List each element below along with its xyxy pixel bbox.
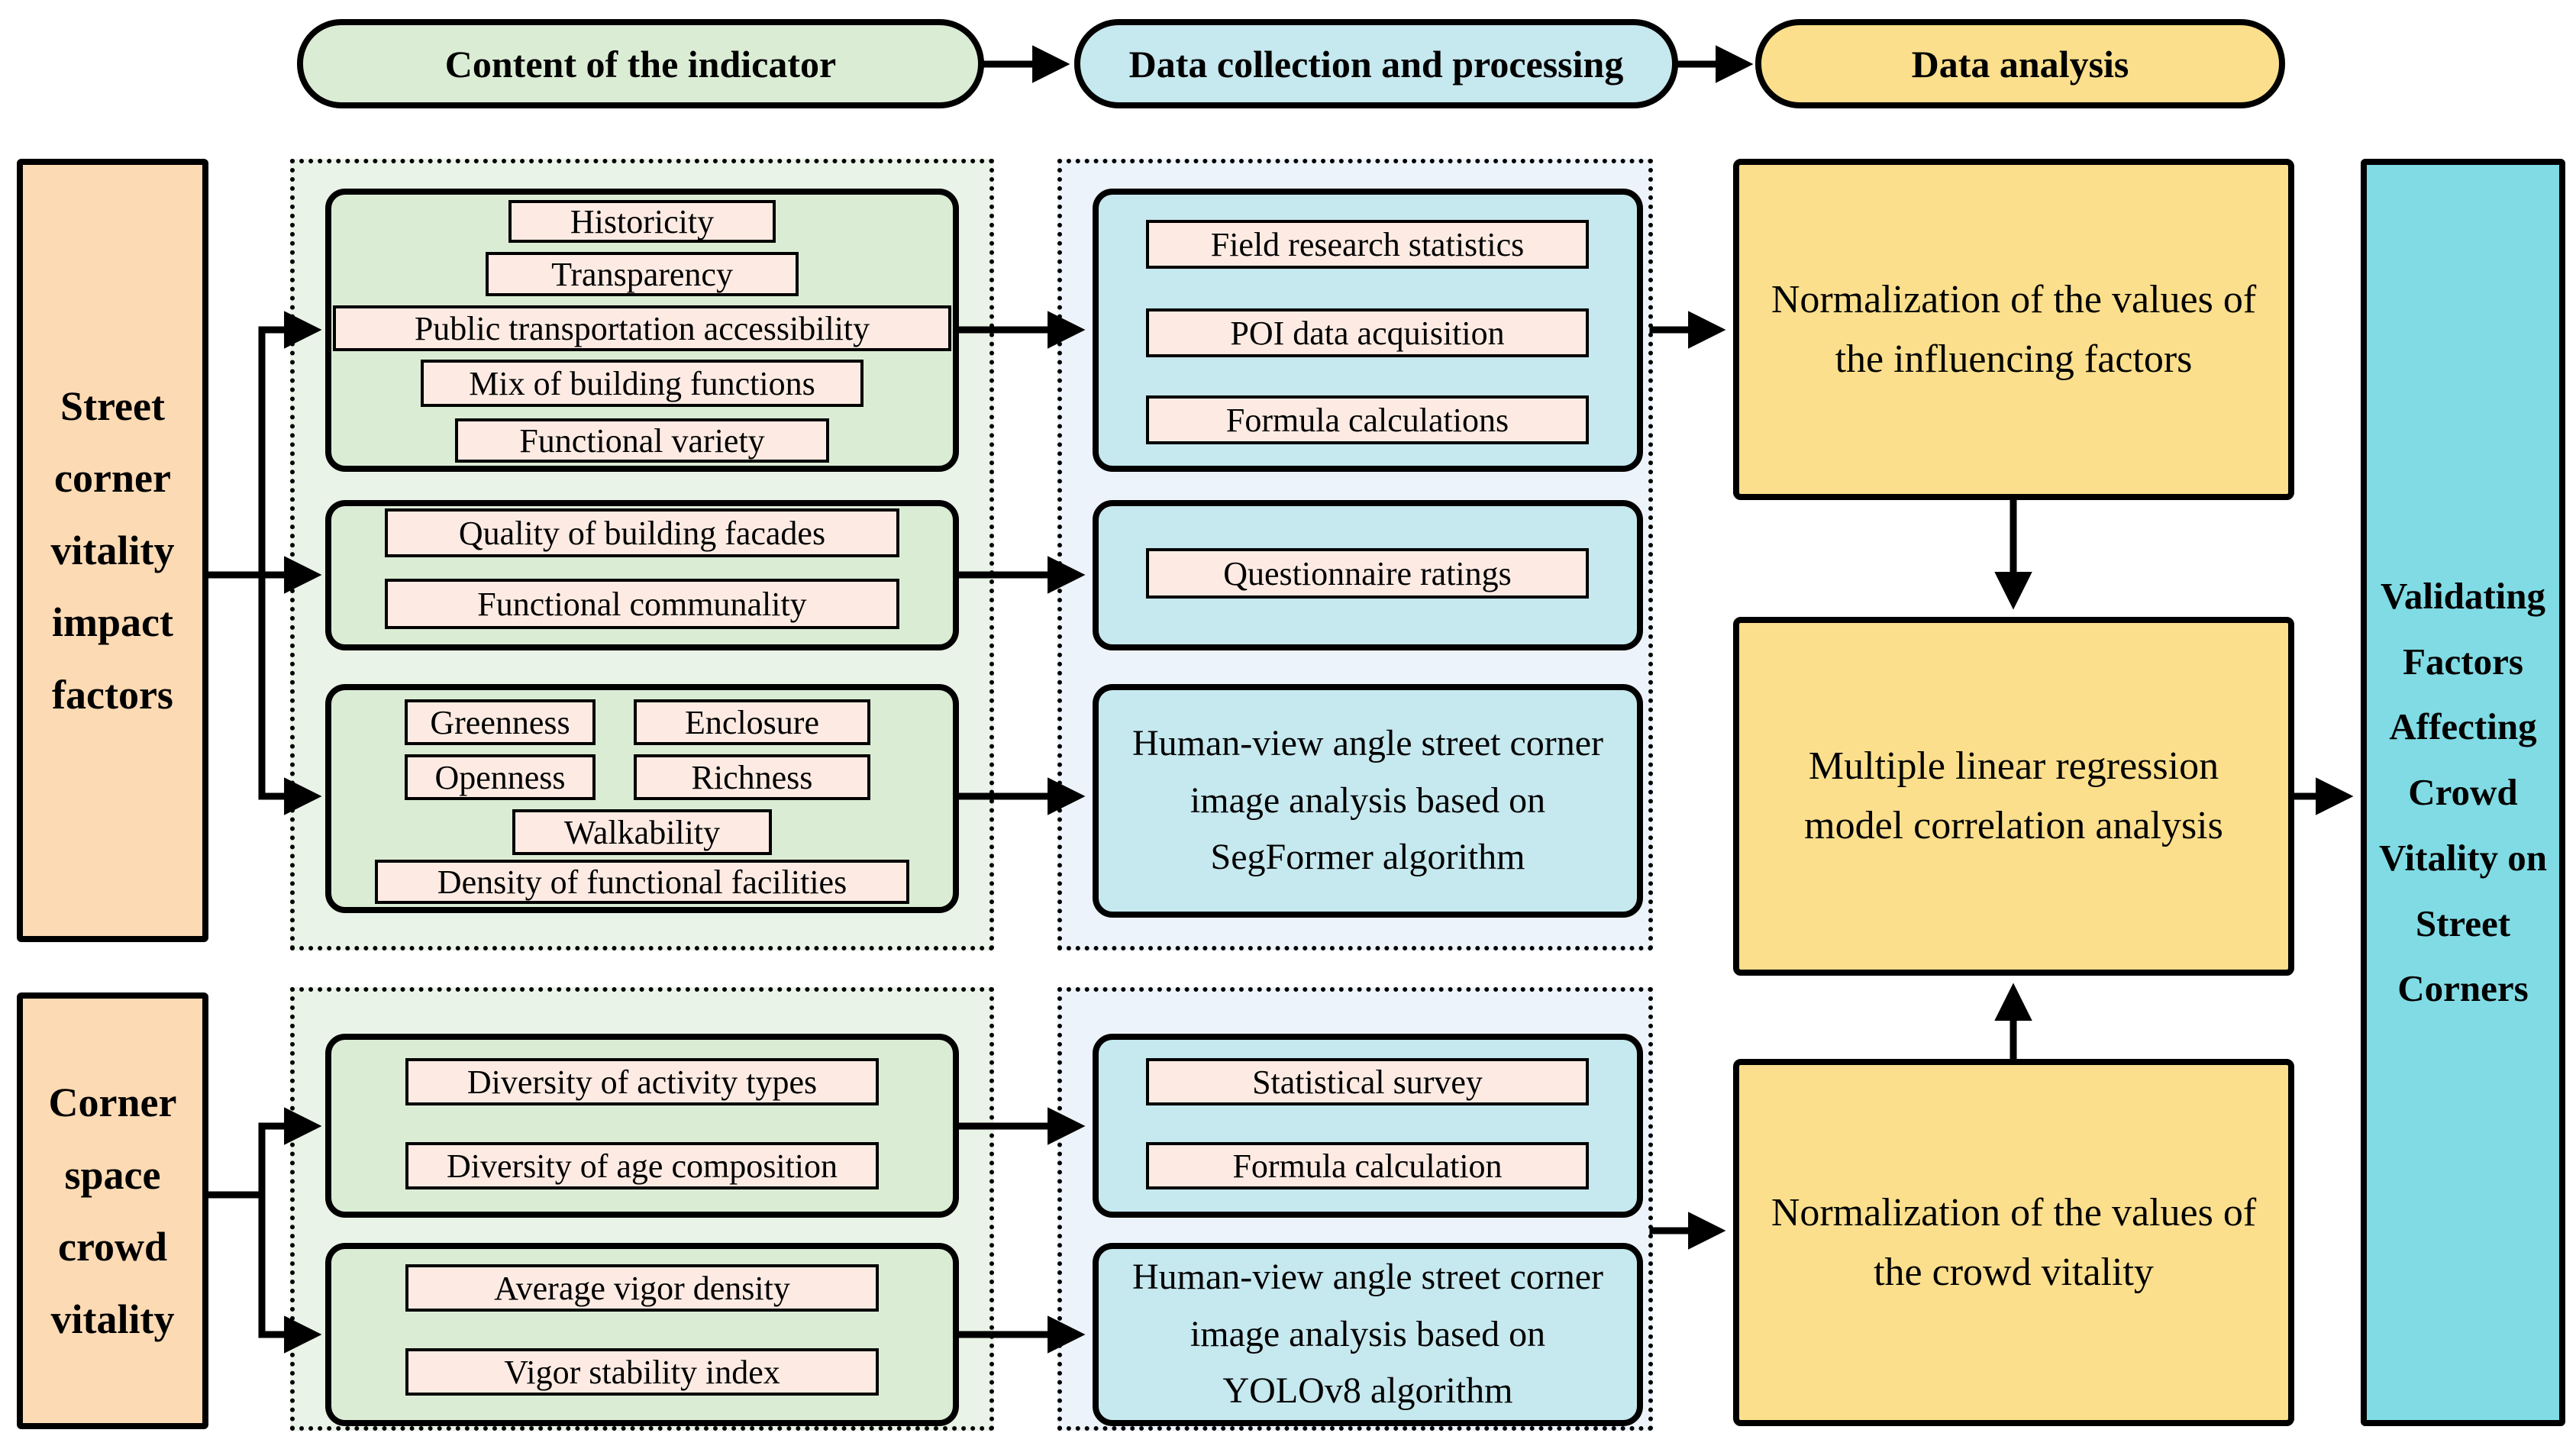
- result-box: Validating Factors Affecting Crowd Vital…: [2361, 159, 2565, 1426]
- indicator-item: Walkability: [512, 809, 772, 855]
- collection-item: Statistical survey: [1146, 1058, 1589, 1105]
- indicator-item: Quality of building facades: [385, 508, 899, 557]
- collection-item: POI data acquisition: [1146, 308, 1589, 357]
- collection-item: Formula calculations: [1146, 395, 1589, 444]
- analysis-box-normalize-vitality: Normalization of the values of the crowd…: [1733, 1059, 2294, 1426]
- indicator-item: Functional communality: [385, 579, 899, 629]
- analysis-box-normalize-factors: Normalization of the values of the influ…: [1733, 159, 2294, 500]
- indicator-item: Greenness: [405, 699, 596, 745]
- indicator-item: Density of functional facilities: [375, 860, 909, 904]
- indicator-item: Enclosure: [634, 699, 870, 745]
- crowd-vitality-label: Corner space crowd vitality: [48, 1080, 177, 1342]
- impact-factors-label: Street corner vitality impact factors: [50, 382, 175, 718]
- header-step-analysis-label: Data analysis: [1911, 42, 2129, 86]
- analysis-box-regression: Multiple linear regression model correla…: [1733, 617, 2294, 976]
- indicator-item: Historicity: [508, 200, 776, 243]
- collection-yolov8-box: Human-view angle street corner image ana…: [1093, 1243, 1643, 1426]
- indicator-item: Functional variety: [455, 418, 829, 463]
- indicator-item: Diversity of activity types: [405, 1058, 879, 1105]
- indicator-item: Diversity of age composition: [405, 1142, 879, 1189]
- collection-item: Questionnaire ratings: [1146, 548, 1589, 599]
- indicator-item: Average vigor density: [405, 1264, 879, 1312]
- indicator-item: Mix of building functions: [421, 360, 864, 407]
- header-step-collection: Data collection and processing: [1074, 19, 1678, 108]
- header-step-content-label: Content of the indicator: [444, 42, 837, 86]
- indicator-item: Public transportation accessibility: [333, 305, 951, 351]
- indicator-item: Richness: [634, 754, 870, 800]
- collection-item: Formula calculation: [1146, 1142, 1589, 1189]
- header-step-analysis: Data analysis: [1755, 19, 2285, 108]
- indicator-item: Openness: [405, 754, 596, 800]
- collection-item: Field research statistics: [1146, 220, 1589, 269]
- indicator-item: Transparency: [486, 252, 799, 296]
- impact-factors-source-box: Street corner vitality impact factors: [17, 159, 208, 942]
- header-step-content: Content of the indicator: [297, 19, 984, 108]
- collection-segformer-box: Human-view angle street corner image ana…: [1093, 684, 1643, 918]
- crowd-vitality-source-box: Corner space crowd vitality: [17, 992, 208, 1429]
- indicator-item: Vigor stability index: [405, 1348, 879, 1396]
- header-step-collection-label: Data collection and processing: [1128, 42, 1624, 86]
